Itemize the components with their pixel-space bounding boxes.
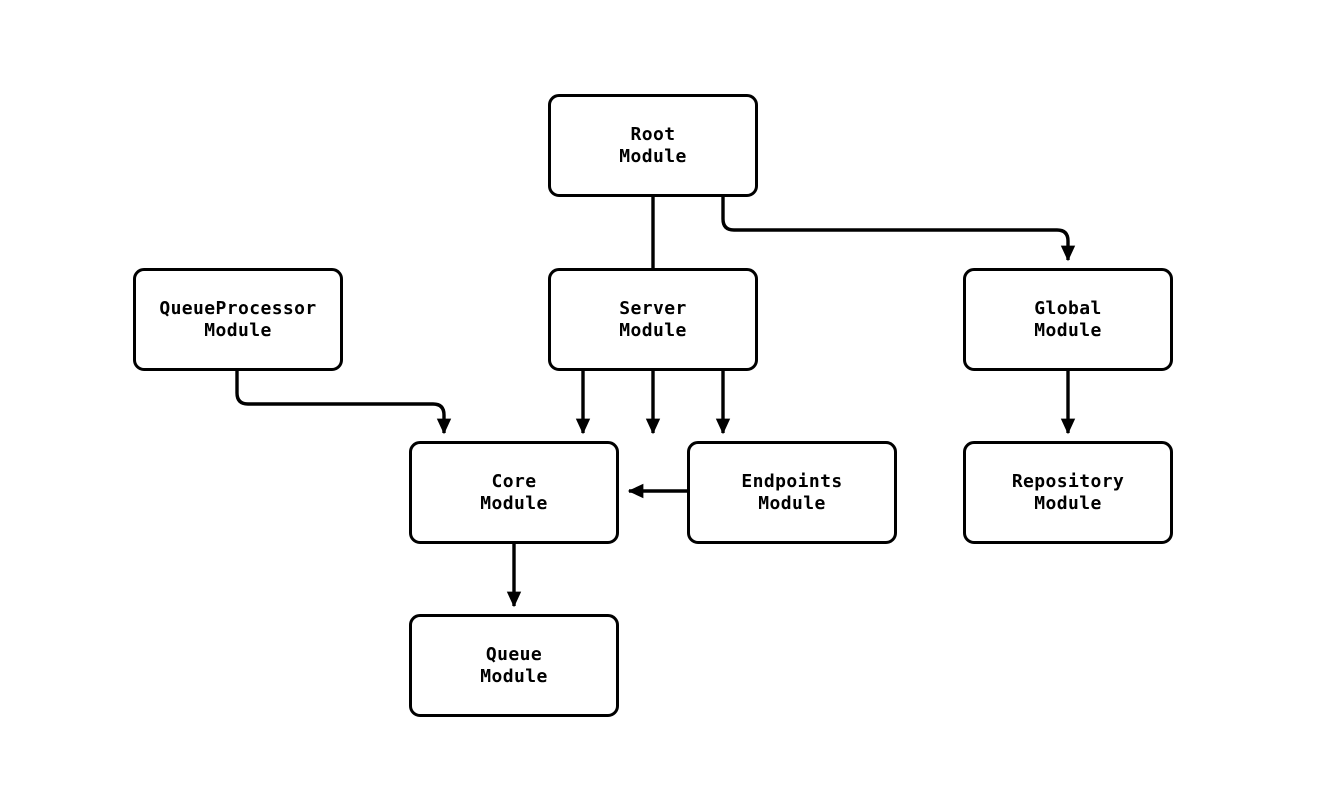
node-endpoints[interactable]: Endpoints Module [687,441,897,544]
node-server-label: Server Module [619,297,687,341]
node-queue-label: Queue Module [480,643,548,687]
node-core[interactable]: Core Module [409,441,619,544]
node-queue[interactable]: Queue Module [409,614,619,717]
node-queueprocessor[interactable]: QueueProcessor Module [133,268,343,371]
node-core-label: Core Module [480,470,548,514]
edge-root-to-global [721,197,1076,262]
node-repository-label: Repository Module [1011,470,1125,514]
node-global-label: Global Module [1034,297,1102,341]
node-root[interactable]: Root Module [548,94,758,197]
edge-queueprocessor-to-core [235,371,452,435]
node-repository[interactable]: Repository Module [963,441,1173,544]
node-root-label: Root Module [619,123,687,167]
node-queueprocessor-label: QueueProcessor Module [159,297,317,341]
node-server[interactable]: Server Module [548,268,758,371]
node-endpoints-label: Endpoints Module [741,470,843,514]
node-global[interactable]: Global Module [963,268,1173,371]
